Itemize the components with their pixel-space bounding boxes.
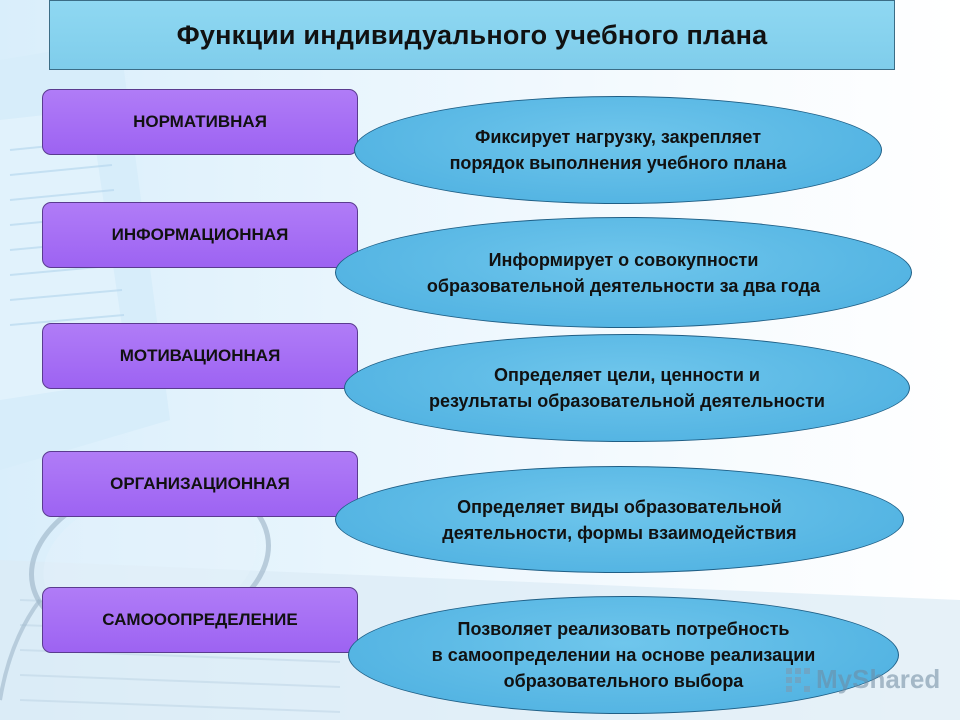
- description-ellipse-informational: Информирует о совокупности образовательн…: [335, 217, 912, 328]
- function-label: САМОООПРЕДЕЛЕНИЕ: [102, 610, 298, 629]
- page-title: Функции индивидуального учебного плана: [176, 19, 768, 50]
- description-text: Определяет цели, ценности и результаты о…: [429, 365, 825, 411]
- description-text: Определяет виды образовательной деятельн…: [442, 496, 797, 543]
- watermark: MyShared: [784, 664, 940, 695]
- function-label: ИНФОРМАЦИОННАЯ: [111, 225, 289, 244]
- pixel-grid-icon: [786, 667, 810, 692]
- function-box-normative: НОРМАТИВНАЯ: [42, 89, 358, 155]
- function-label: МОТИВАЦИОННАЯ: [119, 346, 281, 365]
- function-box-organizational: ОРГАНИЗАЦИОННАЯ: [42, 451, 358, 517]
- description-ellipse-self-determination: Позволяет реализовать потребность в само…: [348, 596, 899, 714]
- function-label: НОРМАТИВНАЯ: [133, 112, 267, 131]
- title-banner: Функции индивидуального учебного плана: [49, 0, 895, 70]
- description-ellipse-motivational: Определяет цели, ценности и результаты о…: [344, 334, 910, 442]
- description-ellipse-organizational: Определяет виды образовательной деятельн…: [335, 466, 904, 573]
- function-label: ОРГАНИЗАЦИОННАЯ: [110, 474, 290, 493]
- function-box-motivational: МОТИВАЦИОННАЯ: [42, 323, 358, 389]
- function-box-self-determination: САМОООПРЕДЕЛЕНИЕ: [42, 587, 358, 653]
- description-text: Информирует о совокупности образовательн…: [426, 249, 821, 296]
- description-text: Позволяет реализовать потребность в само…: [431, 619, 816, 691]
- function-box-informational: ИНФОРМАЦИОННАЯ: [42, 202, 358, 268]
- watermark-text: MyShared: [816, 664, 941, 694]
- description-ellipse-normative: Фиксирует нагрузку, закрепляет порядок в…: [354, 96, 882, 204]
- description-text: Фиксирует нагрузку, закрепляет порядок в…: [449, 127, 787, 173]
